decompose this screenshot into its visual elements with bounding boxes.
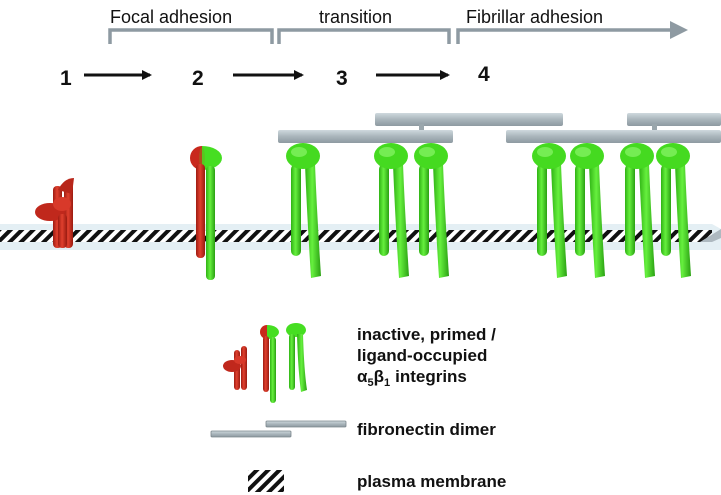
fibronectin-fibrils: [278, 113, 721, 143]
focal-adhesion-bracket: [108, 28, 274, 44]
fibrillar-arrowhead: [670, 21, 688, 39]
ligand-occupied-integrins: [286, 143, 691, 278]
legend-fibronectin: fibronectin dimer: [357, 420, 496, 439]
inactive-integrin: [35, 178, 74, 248]
integrin-beta-leg: [639, 164, 655, 278]
legend-integrin-line2: ligand-occupied: [357, 346, 487, 365]
green-integrin: [570, 143, 605, 278]
integrin-alpha-leg: [625, 164, 635, 256]
legend-membrane: plasma membrane: [357, 472, 506, 491]
integrin-beta-leg: [589, 164, 605, 278]
integrin-alpha-leg: [291, 164, 301, 256]
integrin-beta-leg: [393, 164, 409, 278]
stage-brackets: [108, 28, 672, 44]
integrin-head-highlight: [419, 147, 435, 157]
fibronectin-bar: [375, 113, 563, 126]
green-integrin: [620, 143, 655, 278]
integrin-head-highlight: [661, 147, 677, 157]
legend-membrane-symbol: [248, 470, 284, 492]
transition-bracket: [277, 28, 451, 44]
step-number-1: 1: [60, 67, 72, 90]
integrin-head-highlight: [379, 147, 395, 157]
integrin-head-highlight: [625, 147, 641, 157]
fibronectin-link: [652, 124, 657, 132]
green-integrin: [414, 143, 449, 278]
fibronectin-bar: [506, 130, 721, 143]
integrin-alpha-leg: [537, 164, 547, 256]
step-number-4: 4: [478, 63, 490, 86]
green-integrin: [374, 143, 409, 278]
fibrillar-adhesion-bracket: [456, 28, 672, 44]
stage-label-focal-adhesion: Focal adhesion: [110, 7, 232, 27]
integrin-alpha-leg: [419, 164, 429, 256]
integrin-beta-leg: [305, 164, 321, 278]
step-number-3: 3: [336, 67, 348, 90]
integrin-alpha-leg: [575, 164, 585, 256]
stage-label-transition: transition: [319, 7, 392, 27]
integrin-alpha-leg: [379, 164, 389, 256]
fibronectin-bar: [627, 113, 721, 126]
integrin-alpha-leg: [661, 164, 671, 256]
green-integrin: [656, 143, 691, 278]
integrin-beta-leg: [433, 164, 449, 278]
integrin-head-highlight: [575, 147, 591, 157]
plasma-membrane: [0, 224, 721, 250]
step-number-2: 2: [192, 67, 204, 90]
legend-integrin-line1: inactive, primed /: [357, 325, 496, 344]
fibronectin-bar: [278, 130, 453, 143]
integrin-head-highlight: [537, 147, 553, 157]
fibronectin-link: [419, 124, 424, 132]
integrin-beta-leg: [675, 164, 691, 278]
legend-fibronectin-symbol: [210, 420, 347, 438]
integrin-beta-leg: [551, 164, 567, 278]
stage-label-fibrillar-adhesion: Fibrillar adhesion: [466, 7, 603, 27]
green-integrin: [532, 143, 567, 278]
integrin-head-highlight: [291, 147, 307, 157]
legend-integrin-symbols: [223, 323, 307, 403]
green-integrin: [286, 143, 321, 278]
primed-integrin: [190, 146, 222, 280]
